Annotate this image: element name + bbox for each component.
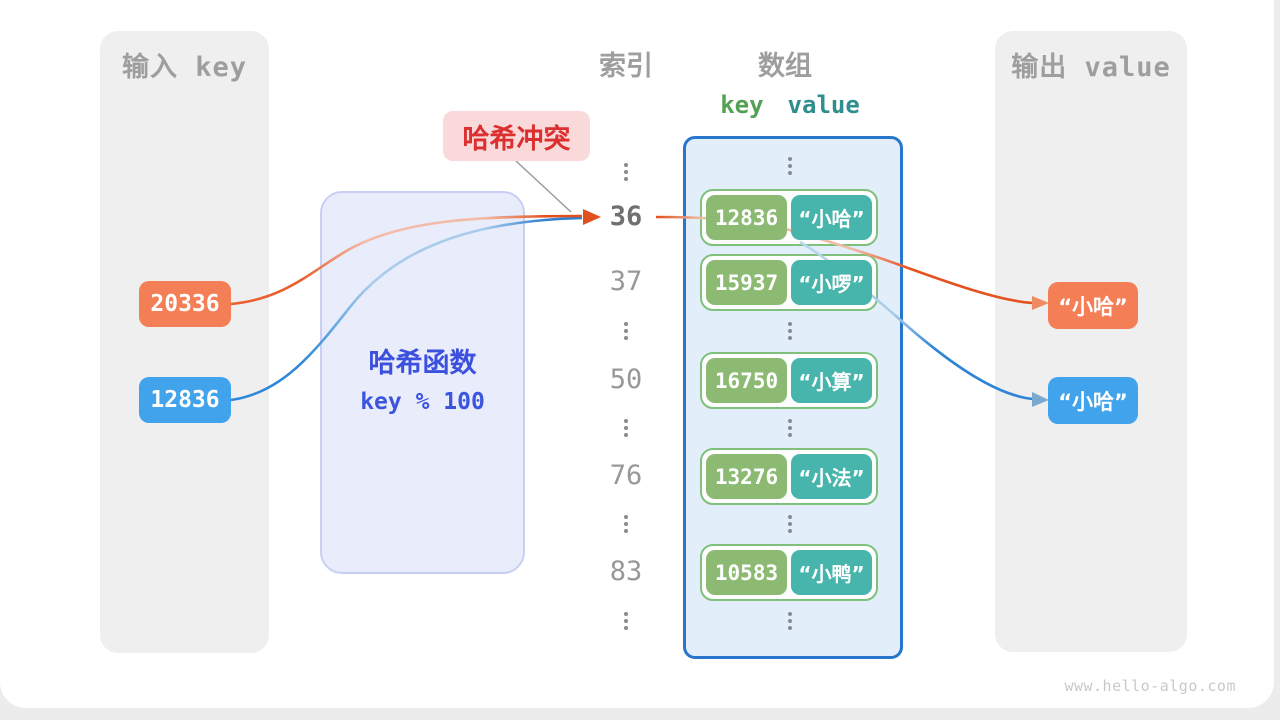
output-value-panel: 输出 value <box>995 31 1187 652</box>
array-ellipsis <box>754 157 826 175</box>
index-cell-37: 37 <box>609 266 643 297</box>
hash-function-title: 哈希函数 <box>368 348 477 379</box>
value-header-label: value <box>787 91 860 119</box>
value-badge: “小算” <box>791 358 872 403</box>
array-ellipsis <box>754 612 826 630</box>
index-ellipsis <box>590 612 662 630</box>
input-key-badge-12836: 12836 <box>139 377 231 423</box>
array-row: 13276 “小法” <box>700 448 878 505</box>
key-badge: 16750 <box>706 358 787 403</box>
index-column-header: 索引 <box>599 51 653 82</box>
index-ellipsis <box>590 419 662 437</box>
array-ellipsis <box>754 322 826 340</box>
value-badge: “小鸭” <box>791 550 872 595</box>
index-ellipsis <box>590 322 662 340</box>
input-key-panel: 输入 key <box>100 31 269 653</box>
hash-function-box: 哈希函数 key % 100 <box>320 191 525 574</box>
array-column-header: 数组 <box>758 51 812 82</box>
value-badge: “小法” <box>791 454 872 499</box>
array-row: 12836 “小哈” <box>700 189 878 246</box>
value-badge: “小哈” <box>791 195 872 240</box>
index-cell-83: 83 <box>609 556 643 587</box>
diagram-canvas: 输入 key 输出 value 索引 数组 key value 哈希函数 key… <box>0 0 1274 708</box>
index-cell-36: 36 <box>609 201 643 232</box>
key-badge: 10583 <box>706 550 787 595</box>
array-ellipsis <box>754 515 826 533</box>
input-key-badge-20336: 20336 <box>139 281 231 327</box>
array-ellipsis <box>754 419 826 437</box>
key-badge: 15937 <box>706 260 787 305</box>
index-cell-50: 50 <box>609 364 643 395</box>
hash-collision-label: 哈希冲突 <box>443 111 590 161</box>
array-row: 15937 “小啰” <box>700 254 878 311</box>
index-cell-76: 76 <box>609 460 643 491</box>
watermark: www.hello-algo.com <box>1064 677 1236 695</box>
index-ellipsis <box>590 515 662 533</box>
value-badge: “小啰” <box>791 260 872 305</box>
array-row: 16750 “小算” <box>700 352 878 409</box>
key-badge: 12836 <box>706 195 787 240</box>
output-value-title: 输出 value <box>1011 52 1171 83</box>
input-key-title: 输入 key <box>121 52 248 83</box>
key-value-header: key value <box>683 91 897 119</box>
index-ellipsis <box>590 163 662 181</box>
collision-callout-line <box>515 160 572 213</box>
output-value-badge-blue: “小哈” <box>1048 377 1138 424</box>
key-header-label: key <box>720 91 764 119</box>
output-value-badge-orange: “小哈” <box>1048 282 1138 329</box>
key-badge: 13276 <box>706 454 787 499</box>
array-row: 10583 “小鸭” <box>700 544 878 601</box>
hash-function-formula: key % 100 <box>360 389 485 415</box>
